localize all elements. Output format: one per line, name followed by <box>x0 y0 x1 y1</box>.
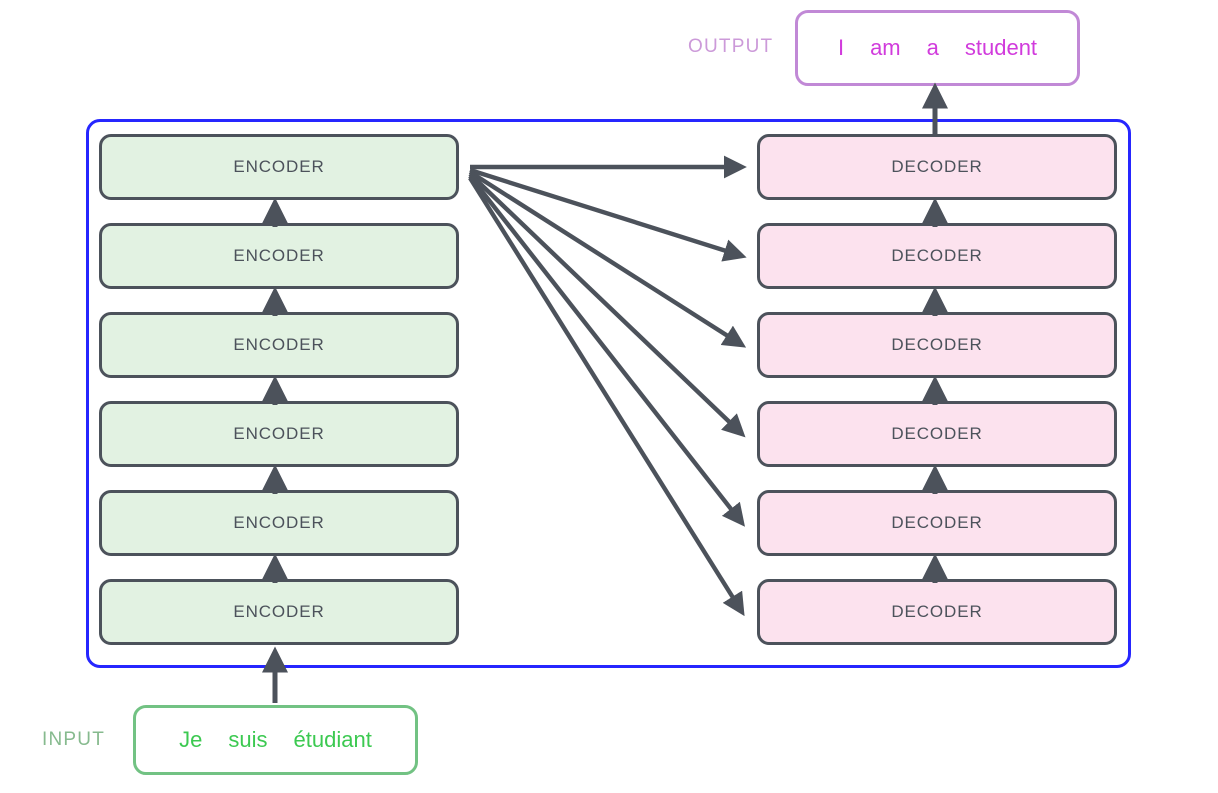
encoder-block-5[interactable]: ENCODER <box>99 490 459 556</box>
decoder-block-5[interactable]: DECODER <box>757 490 1117 556</box>
decoder-block-label: DECODER <box>891 157 983 176</box>
output-token: am <box>870 35 901 60</box>
decoder-block-label: DECODER <box>891 602 983 621</box>
decoder-block-label: DECODER <box>891 335 983 354</box>
encoder-stack: ENCODER ENCODER ENCODER ENCODER ENCODER … <box>99 134 459 645</box>
encoder-block-label: ENCODER <box>233 602 325 621</box>
decoder-block-6[interactable]: DECODER <box>757 579 1117 645</box>
decoder-block-1[interactable]: DECODER <box>757 134 1117 200</box>
model-container-outline <box>86 119 1131 668</box>
output-token: I <box>837 35 845 60</box>
input-token: étudiant <box>293 727 372 752</box>
encoder-block-label: ENCODER <box>233 513 325 532</box>
output-token: student <box>964 35 1038 60</box>
output-box: I am a student <box>795 10 1080 86</box>
output-label: OUTPUT <box>688 36 774 57</box>
decoder-block-2[interactable]: DECODER <box>757 223 1117 289</box>
encoder-block-label: ENCODER <box>233 335 325 354</box>
decoder-block-4[interactable]: DECODER <box>757 401 1117 467</box>
encoder-block-label: ENCODER <box>233 246 325 265</box>
encoder-block-6[interactable]: ENCODER <box>99 579 459 645</box>
decoder-block-label: DECODER <box>891 424 983 443</box>
decoder-block-label: DECODER <box>891 246 983 265</box>
encoder-block-4[interactable]: ENCODER <box>99 401 459 467</box>
encoder-block-2[interactable]: ENCODER <box>99 223 459 289</box>
input-token: suis <box>228 727 268 752</box>
output-token-row: I am a student <box>838 35 1037 61</box>
decoder-block-3[interactable]: DECODER <box>757 312 1117 378</box>
encoder-block-3[interactable]: ENCODER <box>99 312 459 378</box>
input-token-row: Je suis étudiant <box>179 727 372 753</box>
input-token: Je <box>179 727 203 752</box>
encoder-block-label: ENCODER <box>233 424 325 443</box>
encoder-block-1[interactable]: ENCODER <box>99 134 459 200</box>
encoder-block-label: ENCODER <box>233 157 325 176</box>
output-token: a <box>926 35 939 60</box>
decoder-block-label: DECODER <box>891 513 983 532</box>
input-label: INPUT <box>42 729 105 750</box>
decoder-stack: DECODER DECODER DECODER DECODER DECODER … <box>757 134 1117 645</box>
input-box: Je suis étudiant <box>133 705 418 775</box>
